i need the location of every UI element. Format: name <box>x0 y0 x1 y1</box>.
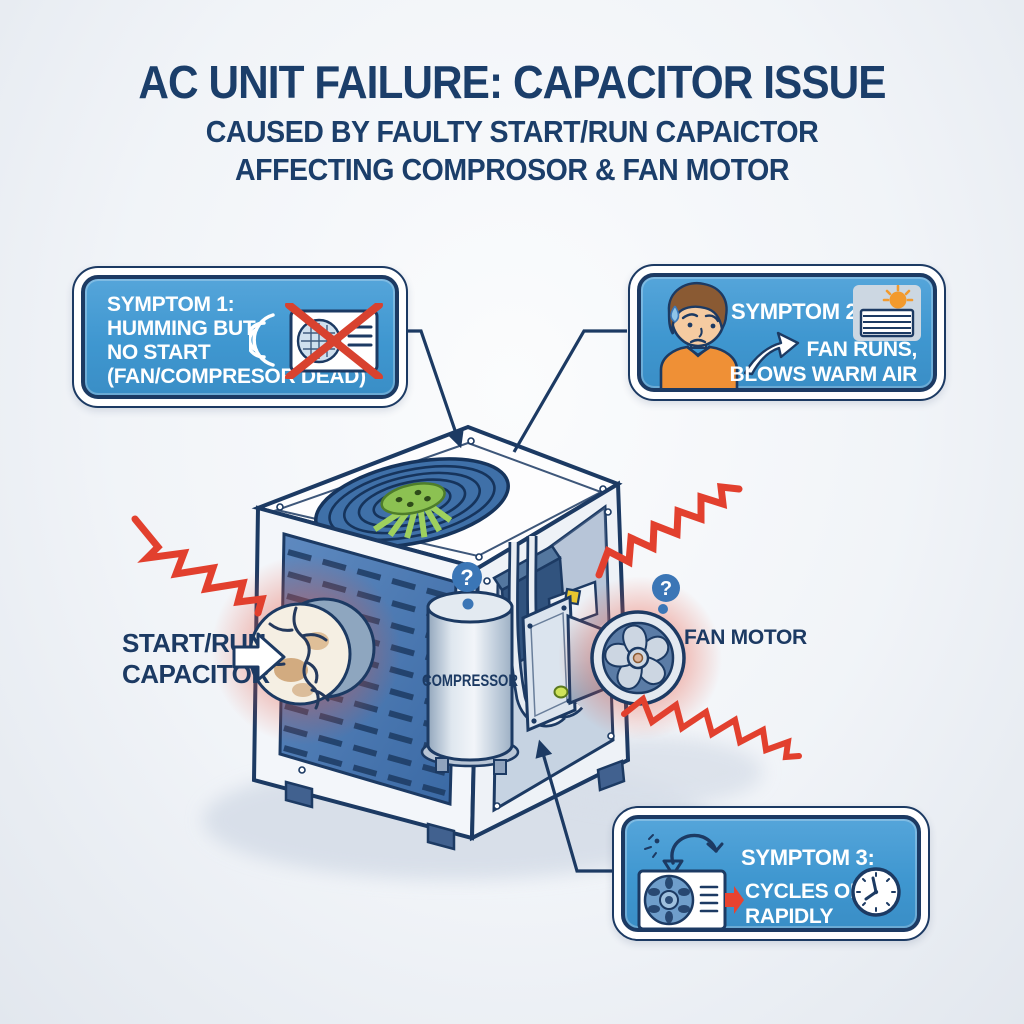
compressor-question-mark: ? <box>460 565 473 590</box>
symptom2-text: FAN RUNS, BLOWS WARM AIR <box>730 337 918 387</box>
compressor-cylinder: COMPRESSOR <box>420 590 520 775</box>
symptom2-line3: BLOWS WARM AIR <box>729 363 918 386</box>
sun-icon <box>882 285 914 302</box>
capacitor-callout-label: START/RUN CAPACITOR <box>122 628 286 689</box>
cracked-capacitor <box>248 597 376 710</box>
symptom1-callout: SYMPTOM 1: HUMMING BUT NO START (FAN/COM… <box>72 266 408 408</box>
symptom2-panel: SYMPTOM 2. FAN RUNS, BLOWS WARM AIR <box>637 273 937 392</box>
unit-feet <box>284 759 626 851</box>
top-fan-grille <box>314 457 510 549</box>
crossed-out-ac-unit-icon <box>249 303 383 379</box>
ac-unit-body: COMPRESSOR ? <box>211 424 722 851</box>
cycle-arrows-icon <box>644 833 724 877</box>
compressor-label: COMPRESSOR <box>422 671 518 690</box>
grille-hub <box>380 482 446 516</box>
title-line-3: AFFECTING COMPROSOR & FAN MOTOR <box>234 152 790 188</box>
symptom2-heading: SYMPTOM 2. <box>731 299 864 324</box>
symptom3-callout: SYMPTOM 3: CYCLES ON & RAPIDLY <box>612 806 930 941</box>
capacitor-pointer-arrow-icon <box>232 632 286 682</box>
connector-symptom1 <box>406 329 464 449</box>
ac-unit-cycling-icon <box>637 869 744 928</box>
red-x-icon <box>285 303 383 379</box>
grille-green-vanes <box>373 502 453 539</box>
connector-symptom2 <box>512 329 627 453</box>
symptom3-line2: CYCLES ON & <box>745 880 886 903</box>
red-zigzag-bottom-right <box>621 694 802 761</box>
symptom2-line2: FAN RUNS, <box>806 338 918 361</box>
warm-air-sun-vent-icon <box>853 285 921 341</box>
symptom3-line3: RAPIDLY <box>745 905 834 928</box>
fan-blades-assembly <box>590 610 686 706</box>
fan-question-mark: ? <box>660 578 672 600</box>
symptom1-panel: SYMPTOM 1: HUMMING BUT NO START (FAN/COM… <box>81 275 399 399</box>
callout-connectors <box>406 329 627 873</box>
symptom1-heading: SYMPTOM 1: <box>107 293 235 316</box>
symptom1-line2: HUMMING BUT <box>107 317 256 340</box>
title-line-2: CAUSED BY FAULTY START/RUN CAPAICTOR <box>205 114 819 150</box>
sweat-drop-icon <box>670 305 680 323</box>
compressor-question-badge: ? <box>452 562 482 610</box>
sweating-person-icon <box>659 281 739 388</box>
red-zigzag-top-right <box>595 483 743 579</box>
clock-icon <box>851 867 901 917</box>
red-zigzag-left <box>131 515 267 617</box>
symptom3-text: CYCLES ON & RAPIDLY <box>745 879 886 928</box>
symptom3-panel: SYMPTOM 3: CYCLES ON & RAPIDLY <box>621 815 921 932</box>
sound-waves-icon <box>249 313 275 367</box>
symptom1-line3: NO START <box>107 341 211 364</box>
fan-question-badge: ? <box>652 574 680 614</box>
connector-symptom3 <box>535 739 613 873</box>
electrical-fault-zigzags <box>131 483 802 761</box>
curved-up-arrow-icon <box>743 331 800 376</box>
symptom2-callout: SYMPTOM 2. FAN RUNS, BLOWS WARM AIR <box>628 264 946 401</box>
capacitor-cracks <box>262 606 330 710</box>
fan-motor-label: FAN MOTOR <box>684 626 807 649</box>
page-title: AC UNIT FAILURE: CAPACITOR ISSUE CAUSED … <box>41 58 983 187</box>
symptom3-heading: SYMPTOM 3: <box>741 845 875 870</box>
title-line-1: AC UNIT FAILURE: CAPACITOR ISSUE <box>138 56 886 108</box>
red-restart-arrow-icon <box>725 886 744 914</box>
